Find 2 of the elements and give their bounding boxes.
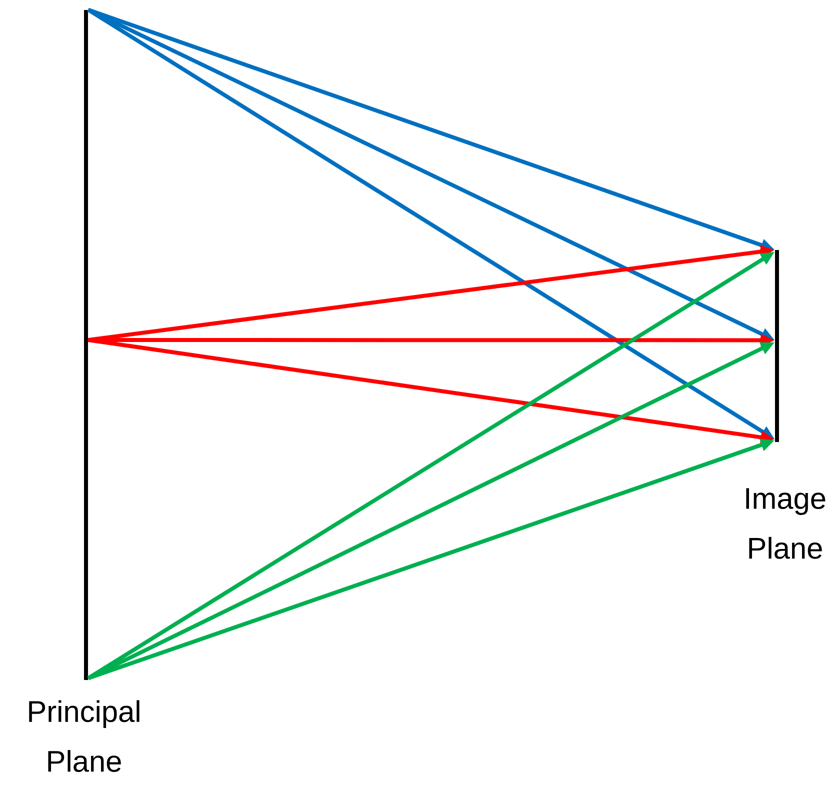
- plane-label: Principal Plane: [29, 700, 140, 772]
- plane-label: Image Plane: [746, 488, 826, 559]
